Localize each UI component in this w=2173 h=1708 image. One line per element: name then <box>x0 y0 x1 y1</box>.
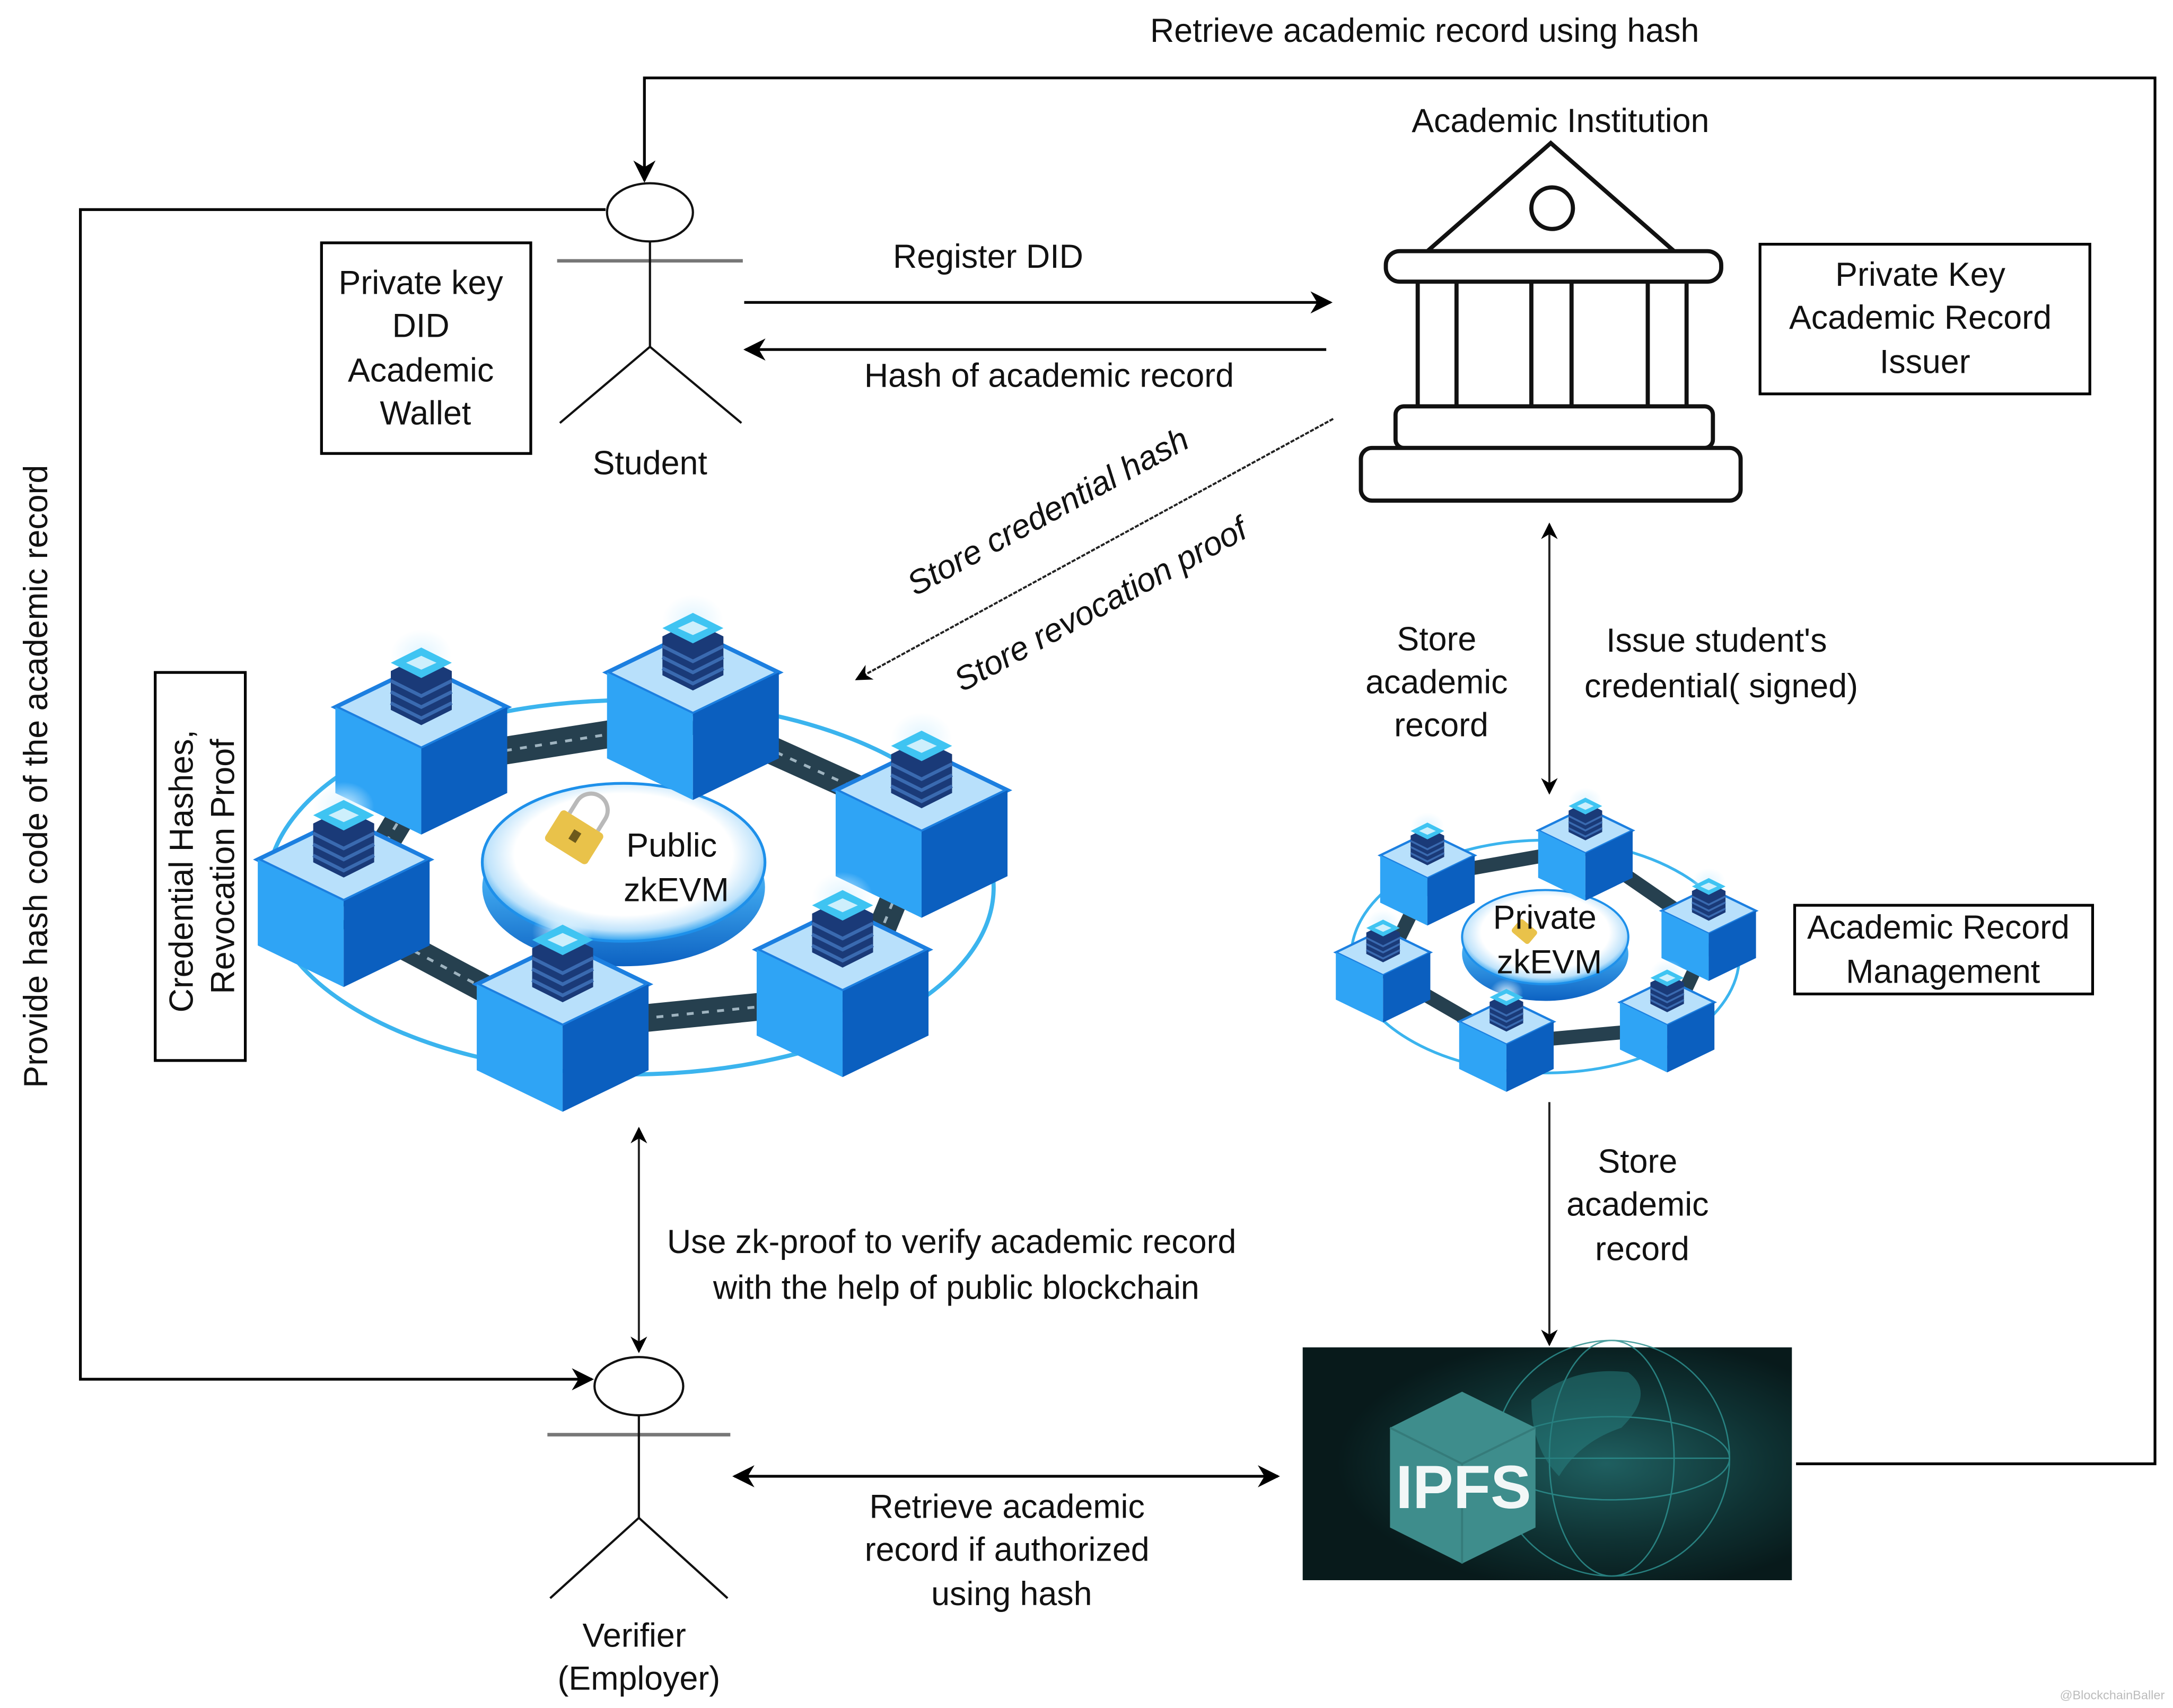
edge-label-provide-hash-code: Provide hash code of the academic record <box>17 465 55 1088</box>
edge-label-register-did: Register DID <box>893 238 1083 275</box>
edge-label-store-academic-record: Store academic record <box>1365 620 1517 743</box>
student-actor[interactable] <box>557 182 743 424</box>
institution-keys-note: Private Key Academic Record Issuer <box>1758 242 2091 396</box>
edge-provide-hash-code <box>78 208 606 1390</box>
edge-store-to-public-chain <box>855 418 1334 680</box>
ipfs-storage[interactable]: IPFS <box>1302 1339 1792 1580</box>
svg-text:Credential Hashes, Revoc: Credential Hashes, Revocation Proof <box>163 721 241 1013</box>
student-keys-note: Private key DID Academic Wallet <box>320 241 532 455</box>
edge-retrieve-using-hash <box>633 76 2157 1466</box>
public-zkevm-label: Public zkEVM <box>624 827 729 909</box>
edge-label-retrieve-if-authorized: Retrieve academic record if authorized u… <box>865 1488 1159 1613</box>
edge-label-issue-credential: Issue student's credential( signed) <box>1584 622 1858 705</box>
actor-head <box>593 1356 685 1417</box>
lock-icon <box>1511 919 1537 944</box>
private-zkevm-label: Private zkEVM <box>1493 899 1606 981</box>
blockchain-node-icon <box>1538 788 1633 901</box>
edge-label-retrieve-using-hash: Retrieve academic record using hash <box>1150 12 1699 49</box>
private-chain-note: Academic Record Management <box>1793 904 2095 996</box>
verifier-label: Verifier (Employer) <box>557 1617 720 1697</box>
public-chain-note: Credential Hashes, Revocation Proof <box>154 671 247 1062</box>
edge-label-hash-of-record: Hash of academic record <box>864 357 1234 395</box>
edge-label-store-to-ipfs: Store academic record <box>1566 1143 1718 1268</box>
private-zkevm-disc <box>1461 889 1629 1001</box>
watermark: @BlockchainBaller <box>2060 1688 2165 1702</box>
student-label: Student <box>593 444 707 481</box>
institution-building-icon[interactable] <box>1359 140 1743 503</box>
ipfs-label: IPFS <box>1396 1453 1531 1521</box>
blockchain-node-icon <box>1380 813 1475 926</box>
public-zkevm-network[interactable]: Public zkEVM <box>258 595 1007 1112</box>
svg-text:Academic Record Manageme: Academic Record Management <box>1807 909 2079 991</box>
edge-label-zk-verify: Use zk-proof to verify academic record w… <box>667 1223 1246 1306</box>
verifier-actor[interactable] <box>547 1356 731 1599</box>
blockchain-node-icon <box>1336 910 1430 1023</box>
actor-head <box>606 182 694 243</box>
lock-icon <box>545 791 610 864</box>
svg-text:Private key DID Ac: Private key DID Academic Wallet <box>339 265 513 432</box>
private-zkevm-network[interactable]: Private zkEVM <box>1336 788 1756 1092</box>
svg-text:Private Key Academic Rec: Private Key Academic Record Issuer <box>1789 256 2061 381</box>
institution-label: Academic Institution <box>1412 102 1709 139</box>
ipfs-cube-icon <box>1389 1391 1536 1564</box>
blockchain-node-icon <box>607 595 779 800</box>
